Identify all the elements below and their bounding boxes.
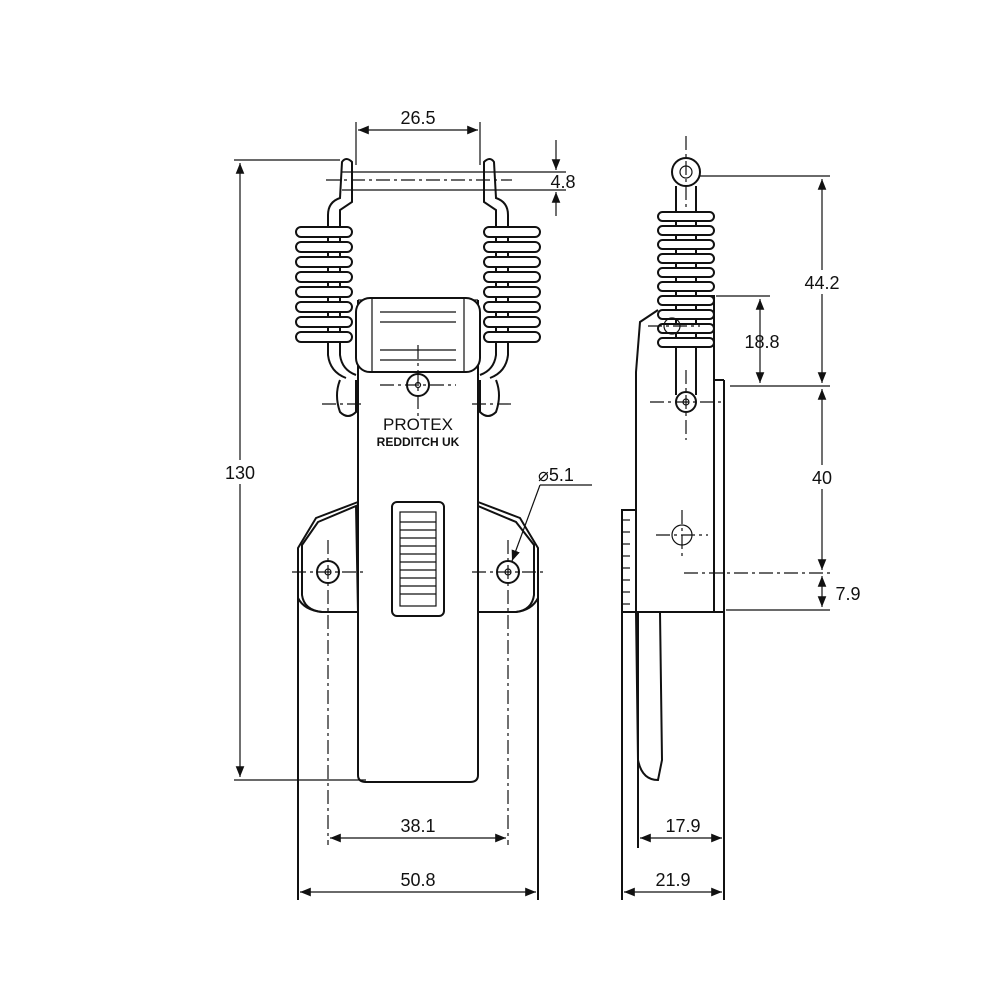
dim-hole-to-base: 7.9 [726,576,861,611]
dim-hole-centres: 38.1 [330,816,506,843]
dim-hole-diameter: ⌀5.1 [511,465,592,562]
dim-overall-length-label: 130 [225,463,255,483]
dim-spring-pivot-label: 44.2 [804,273,839,293]
dim-overall-length: 130 [222,159,366,781]
side-spring [657,211,715,348]
dim-hinge-to-hole: 40 [806,389,838,570]
side-view: 44.2 18.8 40 7.9 17.9 21.9 [621,136,861,900]
side-serrated-base [621,509,636,613]
dim-inner-depth-label: 17.9 [665,816,700,836]
right-wire-lug [479,379,500,417]
dim-base-width: 50.8 [300,870,536,897]
front-view: PROTEX REDDITCH UK 26.5 [222,108,592,900]
lever-body [357,300,479,783]
left-wire-lug [336,379,357,417]
dim-pin-diameter: 4.8 [494,140,576,216]
dim-inner-depth: 17.9 [640,816,722,843]
brand-location: REDDITCH UK [377,435,460,449]
dim-pin-span-label: 26.5 [400,108,435,128]
dim-hole-diameter-label: ⌀5.1 [538,465,574,485]
grip-pad [391,501,445,617]
dim-hinge-to-hole-label: 40 [812,468,832,488]
dim-spring-housing: 18.8 [716,295,830,387]
dim-spring-pivot: 44.2 [700,175,846,383]
left-mount-ear [301,504,360,613]
side-lever-tail [635,611,664,782]
dim-overall-depth-label: 21.9 [655,870,690,890]
dim-base-width-label: 50.8 [400,870,435,890]
dim-spring-housing-label: 18.8 [744,332,779,352]
wire-loop [327,158,357,379]
dim-pin-diameter-label: 4.8 [550,172,575,192]
left-spring [295,226,353,343]
dim-overall-depth: 21.9 [624,870,722,897]
dim-hole-to-base-label: 7.9 [835,584,860,604]
brand-name: PROTEX [383,415,453,434]
dim-pin-span: 26.5 [355,108,481,165]
right-mount-ear [477,504,535,613]
base-plate [297,501,539,900]
hinge-barrel [355,297,481,373]
right-spring [483,226,541,343]
dim-hole-centres-label: 38.1 [400,816,435,836]
